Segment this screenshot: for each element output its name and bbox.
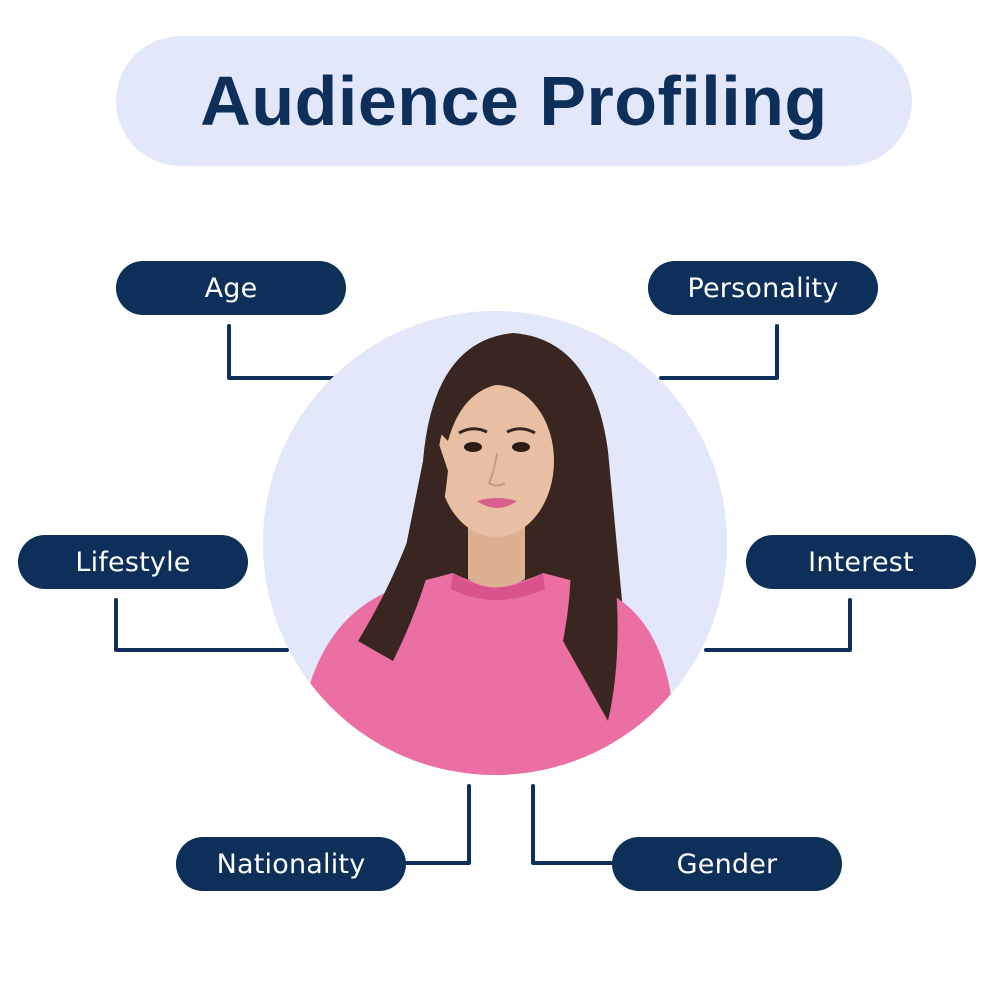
- attribute-label: Interest: [808, 546, 914, 578]
- attribute-pill-interest[interactable]: Interest: [746, 535, 976, 589]
- connector-gender: [531, 784, 614, 865]
- page-title: Audience Profiling: [200, 62, 828, 140]
- connector-interest: [704, 598, 852, 652]
- attribute-pill-age[interactable]: Age: [116, 261, 346, 315]
- attribute-label: Nationality: [216, 848, 366, 880]
- attribute-pill-gender[interactable]: Gender: [612, 837, 842, 891]
- attribute-label: Personality: [687, 272, 839, 304]
- connector-age: [227, 324, 345, 380]
- attribute-pill-nationality[interactable]: Nationality: [176, 837, 406, 891]
- attribute-pill-personality[interactable]: Personality: [648, 261, 878, 315]
- connector-lifestyle: [114, 598, 289, 652]
- attribute-label: Age: [204, 272, 258, 304]
- connector-nationality: [404, 784, 471, 865]
- attribute-pill-lifestyle[interactable]: Lifestyle: [18, 535, 248, 589]
- person-portrait-illustration: [263, 311, 727, 775]
- connector-personality: [659, 324, 779, 380]
- attribute-label: Lifestyle: [75, 546, 191, 578]
- title-banner: Audience Profiling: [116, 36, 912, 166]
- attribute-label: Gender: [676, 848, 778, 880]
- avatar: [263, 311, 727, 775]
